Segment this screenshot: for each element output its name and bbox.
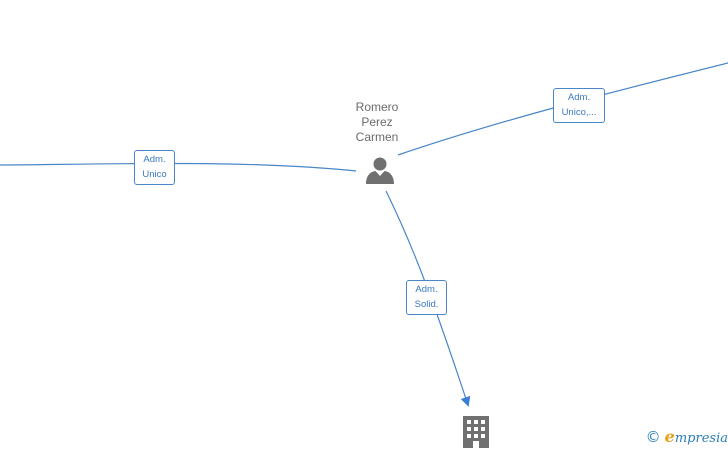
edge-label-left-line-2: Unico — [142, 169, 167, 180]
brand-watermark: © empresia — [646, 427, 728, 446]
edge-label-bottom-line-2: Solid. — [414, 299, 439, 310]
edge-label-left[interactable]: Adm. Unico — [134, 150, 175, 185]
person-name[interactable]: Romero Perez Carmen — [337, 100, 417, 145]
edge-label-left-line-1: Adm. — [143, 154, 166, 165]
edge-label-right-line-1: Adm. — [567, 92, 591, 103]
edge-label-right-line-2: Unico,... — [561, 107, 597, 118]
person-name-line-1: Romero — [355, 100, 399, 114]
edge-label-right[interactable]: Adm. Unico,... — [553, 88, 605, 123]
person-name-line-3: Carmen — [355, 130, 399, 144]
edge-line-bottom — [385, 190, 471, 407]
copyright-icon: © — [645, 427, 661, 446]
edge-line-left — [0, 162, 357, 172]
person-icon[interactable] — [365, 155, 395, 190]
brand-name: mpresia — [674, 431, 728, 446]
edge-label-bottom-line-1: Adm. — [415, 284, 438, 295]
building-icon[interactable] — [461, 413, 493, 454]
edge-label-bottom[interactable]: Adm. Solid. — [406, 280, 447, 315]
brand-logo: empresia — [665, 427, 728, 446]
person-name-line-2: Perez — [361, 115, 393, 129]
brand-initial: e — [664, 427, 675, 446]
